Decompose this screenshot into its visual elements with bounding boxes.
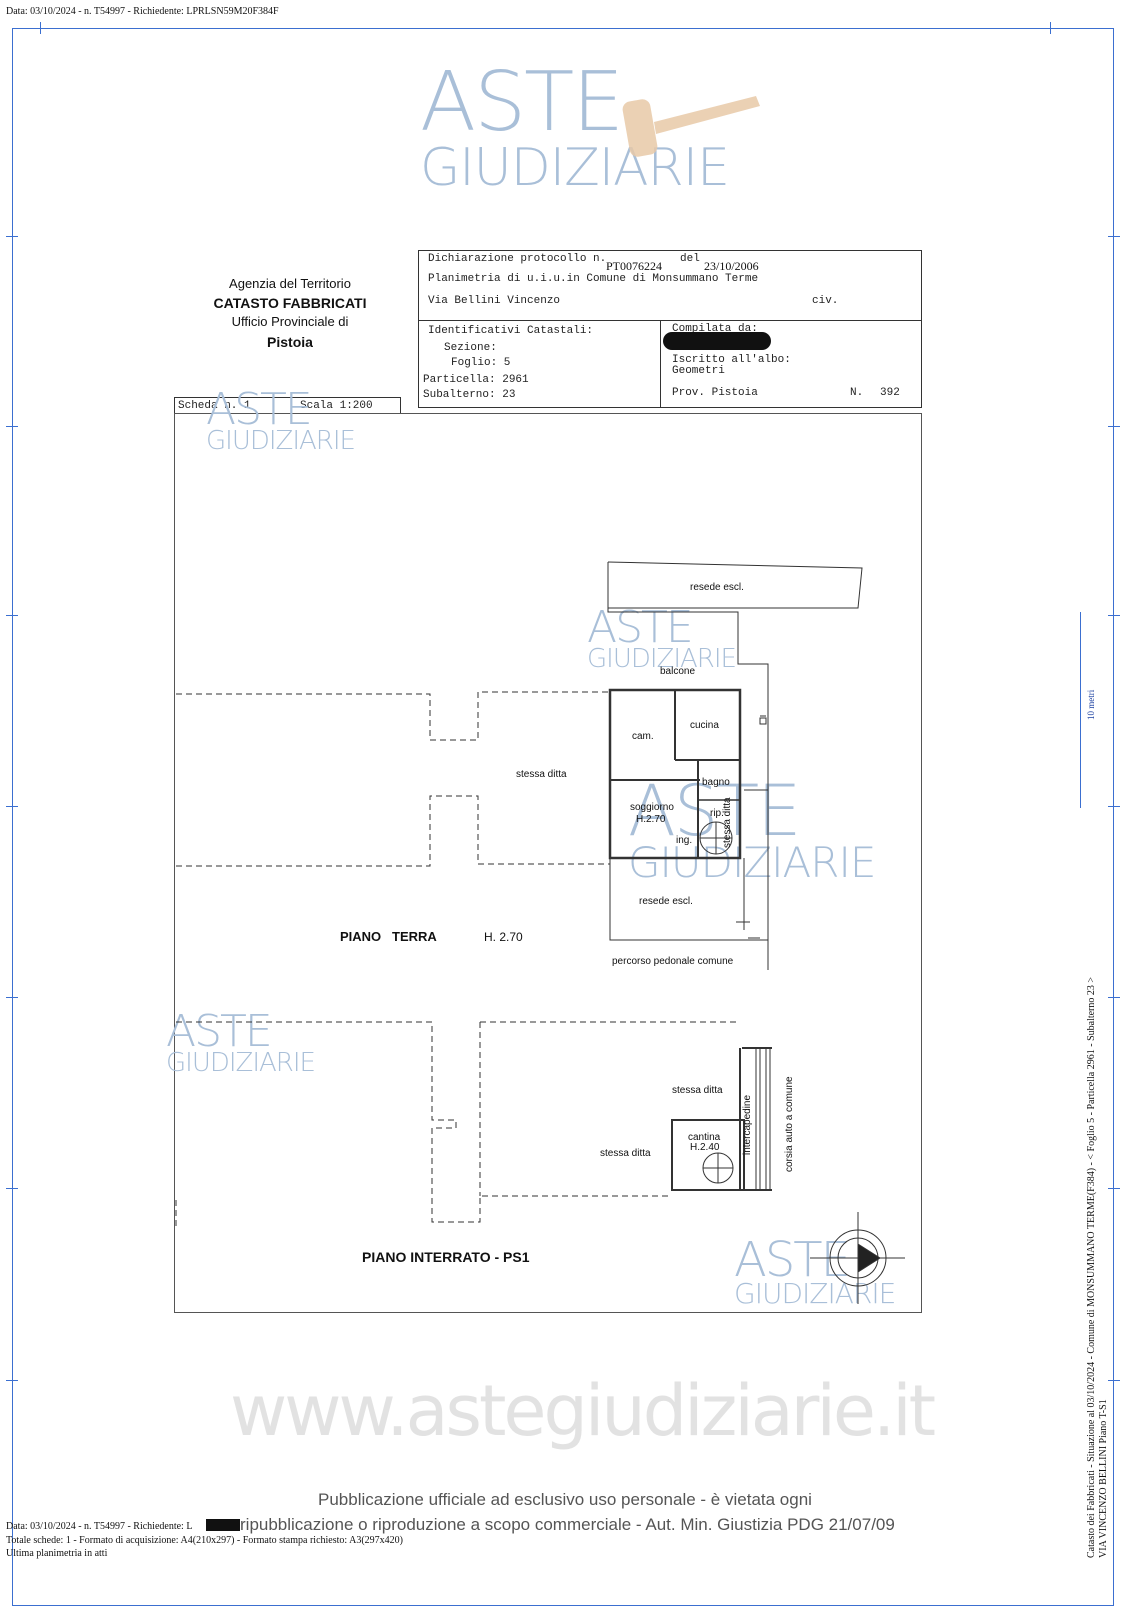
- identifiers-title: Identificativi Catastali:: [428, 325, 594, 337]
- declaration-box: [418, 250, 922, 408]
- scala-label: Scala 1:200: [300, 400, 373, 412]
- declaration-label: Dichiarazione protocollo n.: [428, 253, 607, 265]
- label-resede-top: resede escl.: [690, 582, 744, 593]
- label-stessa-ditta-b1: stessa ditta: [672, 1085, 723, 1096]
- label-balcone: balcone: [660, 666, 696, 677]
- subalterno-label: Subalterno: 23: [423, 389, 516, 401]
- sezione-label: Sezione:: [444, 342, 497, 354]
- label-stessa-ditta-left: stessa ditta: [516, 769, 567, 780]
- label-cantina: cantina: [688, 1132, 721, 1143]
- label-bagno: bagno: [702, 777, 730, 788]
- url-watermark: www.astegiudiziarie.it: [230, 1370, 936, 1452]
- label-piano-interrato: PIANO INTERRATO - PS1: [362, 1249, 530, 1265]
- del-label: del: [680, 253, 700, 265]
- albo-label: Geometri: [672, 365, 725, 377]
- header-line: Data: 03/10/2024 - n. T54997 - Richieden…: [6, 6, 279, 17]
- footer-line-3: Ultima planimetria in atti: [6, 1548, 108, 1559]
- page-frame: [12, 28, 1114, 1606]
- planimetria-line: Planimetria di u.i.u.in Comune di Monsum…: [428, 273, 759, 285]
- label-stessa-ditta-b2: stessa ditta: [600, 1148, 651, 1159]
- label-intercapedine: intercapedine: [742, 1094, 753, 1155]
- footer-line-1: Data: 03/10/2024 - n. T54997 - Richieden…: [6, 1521, 193, 1532]
- n-value: 392: [880, 387, 900, 399]
- aste-watermark-top: ASTE GIUDIZIARIE: [420, 62, 780, 202]
- label-percorso: percorso pedonale comune: [612, 956, 734, 967]
- aste-watermark-small-2: ASTE GIUDIZIARIE: [587, 602, 737, 674]
- iscritto-label: Iscritto all'albo:: [672, 354, 791, 366]
- aste-watermark-medium: ASTE GIUDIZIARIE: [628, 770, 876, 887]
- label-piano-terra-height: H. 2.70: [484, 930, 523, 944]
- label-stessa-ditta-vertical: stessa ditta: [722, 797, 733, 848]
- side-text-1: Catasto dei Fabbricati - Situazione al 0…: [1086, 976, 1097, 1558]
- prov-label: Prov. Pistoia: [672, 387, 758, 399]
- protocol-number: PT0076224: [606, 259, 663, 273]
- label-corsia: corsia auto a comune: [784, 1076, 795, 1172]
- particella-label: Particella: 2961: [423, 374, 529, 386]
- label-h270: H.2.70: [636, 814, 666, 825]
- drawing-area: [174, 413, 922, 1313]
- foglio-label: Foglio: 5: [451, 357, 511, 369]
- side-text-2: VIA VINCENZO BELLINI Piano T-S1: [1098, 1399, 1109, 1558]
- label-ing: ing.: [676, 835, 693, 846]
- scheda-label: Scheda n. 1: [178, 400, 251, 412]
- protocol-date: 23/10/2006: [704, 259, 759, 273]
- label-piano-terra: PIANO TERRA: [340, 929, 437, 944]
- label-cucina: cucina: [690, 720, 719, 731]
- gavel-icon: [622, 96, 760, 157]
- footer-redaction: [206, 1519, 240, 1531]
- n-label: N.: [850, 387, 864, 399]
- agency-block: Agenzia del Territorio CATASTO FABBRICAT…: [213, 276, 367, 350]
- label-h240: H.2.40: [690, 1142, 720, 1153]
- aste-watermark-small-3: ASTE GIUDIZIARIE: [166, 1006, 316, 1078]
- aste-watermark-small-1: ASTE GIUDIZIARIE: [206, 384, 356, 456]
- footer-line-2: Totale schede: 1 - Formato di acquisizio…: [6, 1535, 403, 1546]
- notice-line-2: ripubblicazione o riproduzione a scopo c…: [240, 1515, 895, 1534]
- notice-line-1: Pubblicazione ufficiale ad esclusivo uso…: [318, 1490, 812, 1509]
- civ-label: civ.: [812, 295, 839, 307]
- scale-marker: 10 metri: [1086, 689, 1096, 720]
- address-line: Via Bellini Vincenzo: [428, 295, 561, 307]
- scale-bar: [1080, 612, 1081, 808]
- label-resede-bottom: resede escl.: [639, 896, 693, 907]
- label-soggiorno: soggiorno: [630, 802, 674, 813]
- label-rip: rip.: [710, 808, 724, 819]
- redaction-mark: [663, 332, 771, 350]
- label-cam: cam.: [632, 731, 654, 742]
